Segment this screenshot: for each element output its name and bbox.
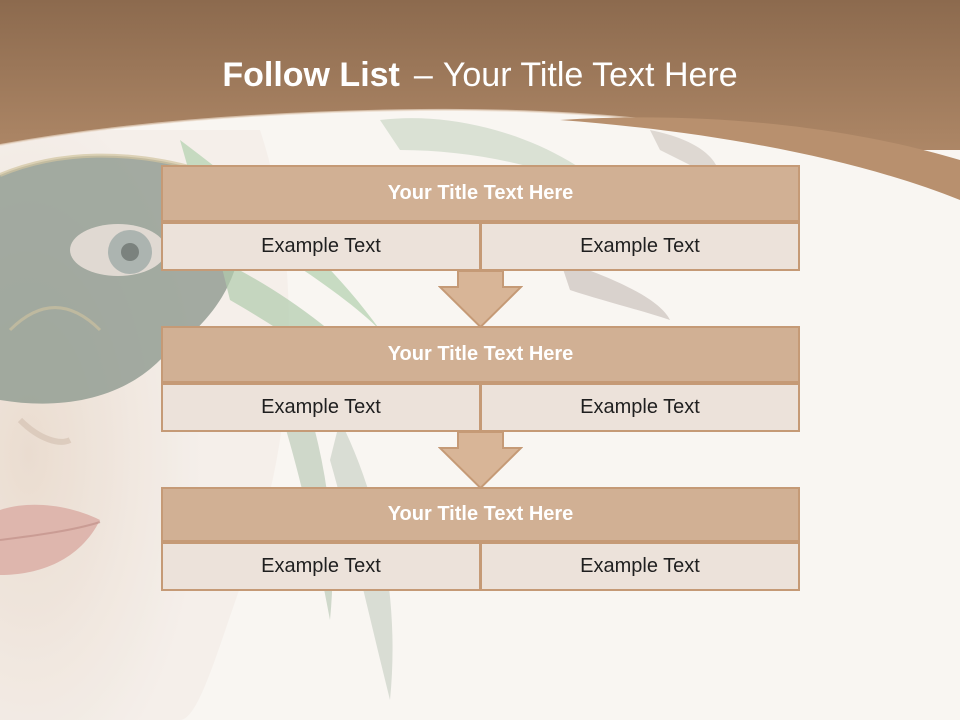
- block-cell-right: Example Text: [480, 542, 800, 591]
- down-arrow-icon: [438, 271, 523, 329]
- slide-title-bold: Follow List: [222, 56, 400, 94]
- block-cell-left: Example Text: [161, 383, 481, 432]
- slide-title: Follow List–Your Title Text Here: [0, 52, 960, 98]
- block-cell-left: Example Text: [161, 222, 481, 271]
- slide-title-rest: Your Title Text Here: [442, 56, 738, 94]
- block-title: Your Title Text Here: [161, 326, 800, 383]
- block-cell-right: Example Text: [480, 383, 800, 432]
- slide-title-separator: –: [413, 56, 433, 94]
- block-cell-left: Example Text: [161, 542, 481, 591]
- down-arrow-icon: [438, 432, 523, 490]
- block-title: Your Title Text Here: [161, 487, 800, 542]
- header-curve-lower: [560, 117, 960, 200]
- block-title: Your Title Text Here: [161, 165, 800, 222]
- block-cell-right: Example Text: [480, 222, 800, 271]
